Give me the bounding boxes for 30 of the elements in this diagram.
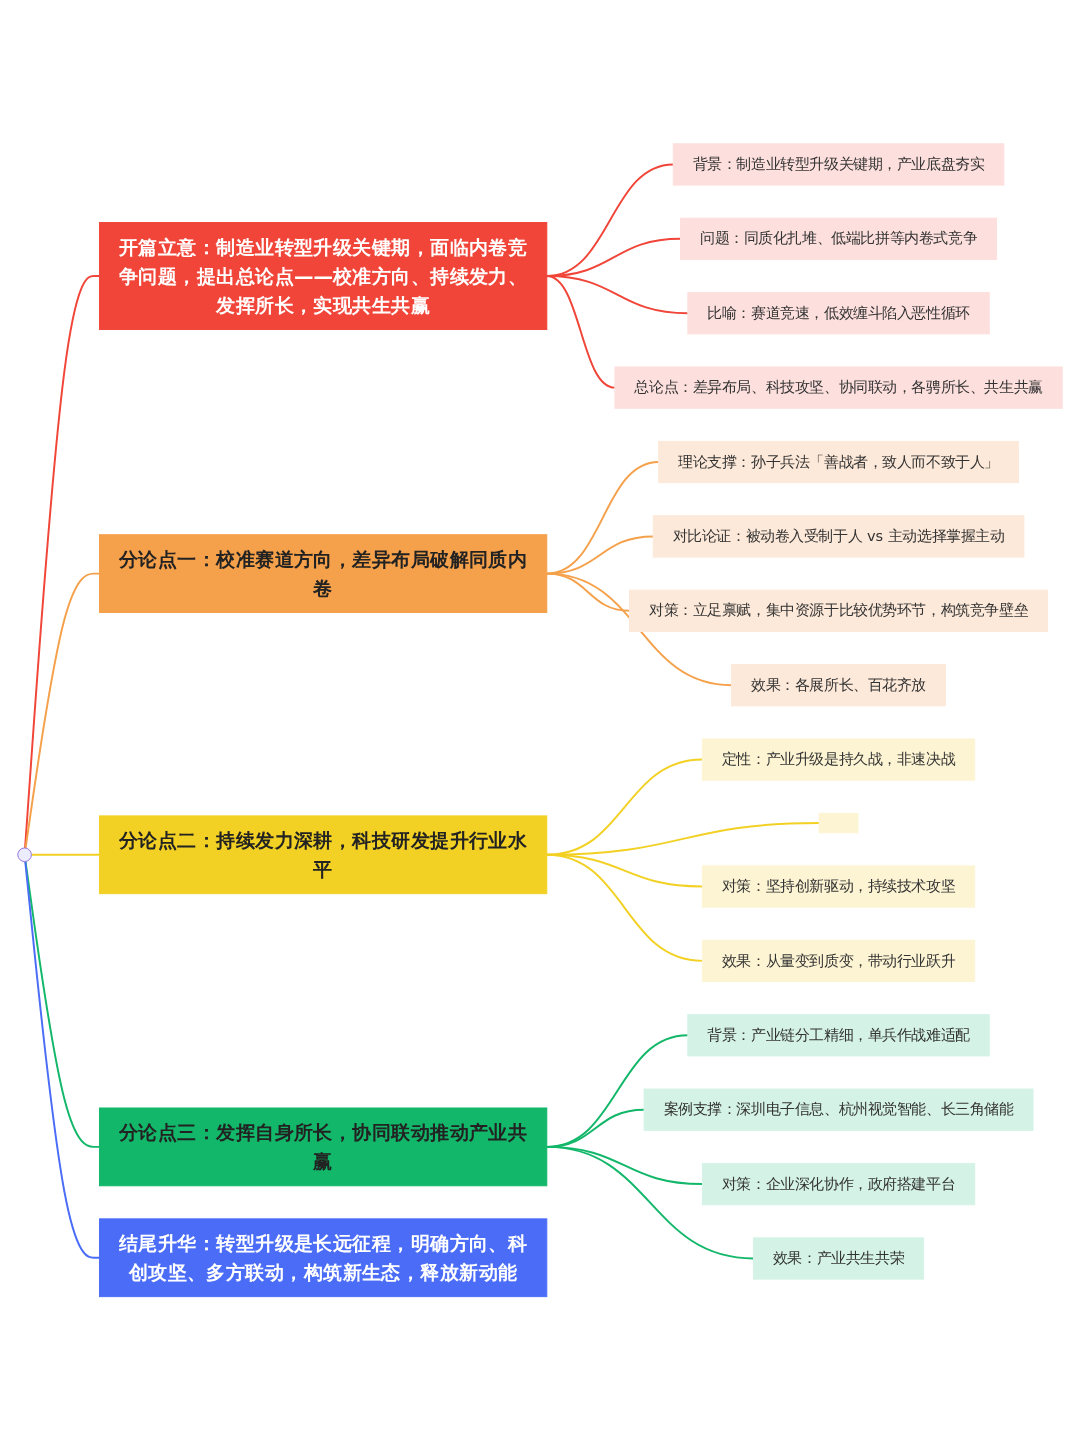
connector [545,572,733,686]
node-box: 分论点一：校准赛道方向，差异布局破解同质内卷 [99,534,548,613]
node-box: 效果：产业共生共荣 [752,1237,925,1280]
node-box: 对策：企业深化协作，政府搭建平台 [701,1162,976,1205]
node-box: 对策：立足禀赋，集中资源于比较优势环节，构筑竞争壁垒 [629,589,1049,632]
node-box: 背景：产业链分工精细，单兵作战难适配 [687,1013,990,1057]
connector [545,1145,755,1260]
node-box: 比喻：赛道竞速，低效缠斗陷入恶性循环 [687,291,990,335]
connector [545,853,704,962]
node-box: 理论支撑：孙子兵法「善战者，致人而不致于人」 [658,440,1019,483]
connector [24,572,101,849]
node-box: 对比论证：被动卷入受制于人 vs 主动选择掌握主动 [652,515,1025,558]
node-box: 分论点二：持续发力深耕，科技研发提升行业水平 [99,815,548,894]
node-box: 问题：同质化扎堆、低端比拼等内卷式竞争 [680,217,998,260]
node-box: 效果：各展所长、百花齐放 [731,663,946,707]
connector [30,853,101,856]
node-box: 对策：坚持创新驱动，持续技术攻坚 [701,865,976,908]
connector [24,860,101,1259]
node-box: 开篇立意：制造业转型升级关键期，面临内卷竞争问题，提出总论点——校准方向、持续发力、发挥所长，实现共生共赢 [99,221,548,330]
node-box: 总论点：差异布局、科技攻坚、协同联动，各骋所长、共生共赢 [614,366,1063,409]
node-box [818,812,859,834]
connector [24,274,101,849]
node-box: 分论点三：发挥自身所长，协同联动推动产业共赢 [99,1107,548,1187]
node-box: 定性：产业升级是持久战，非速决战 [701,738,976,781]
node-box: 结尾升华：转型升级是长远征程，明确方向、科创攻坚、多方联动，构筑新生态，释放新动能 [99,1218,548,1297]
connector [545,274,616,389]
node-box: 效果：从量变到质变，带动行业跃升 [701,939,976,982]
node-box: 案例支撑：深圳电子信息、杭州视觉智能、长三角储能 [643,1088,1034,1131]
node-box: 背景：制造业转型升级关键期，产业底盘夯实 [672,143,1005,186]
connector [24,860,101,1148]
